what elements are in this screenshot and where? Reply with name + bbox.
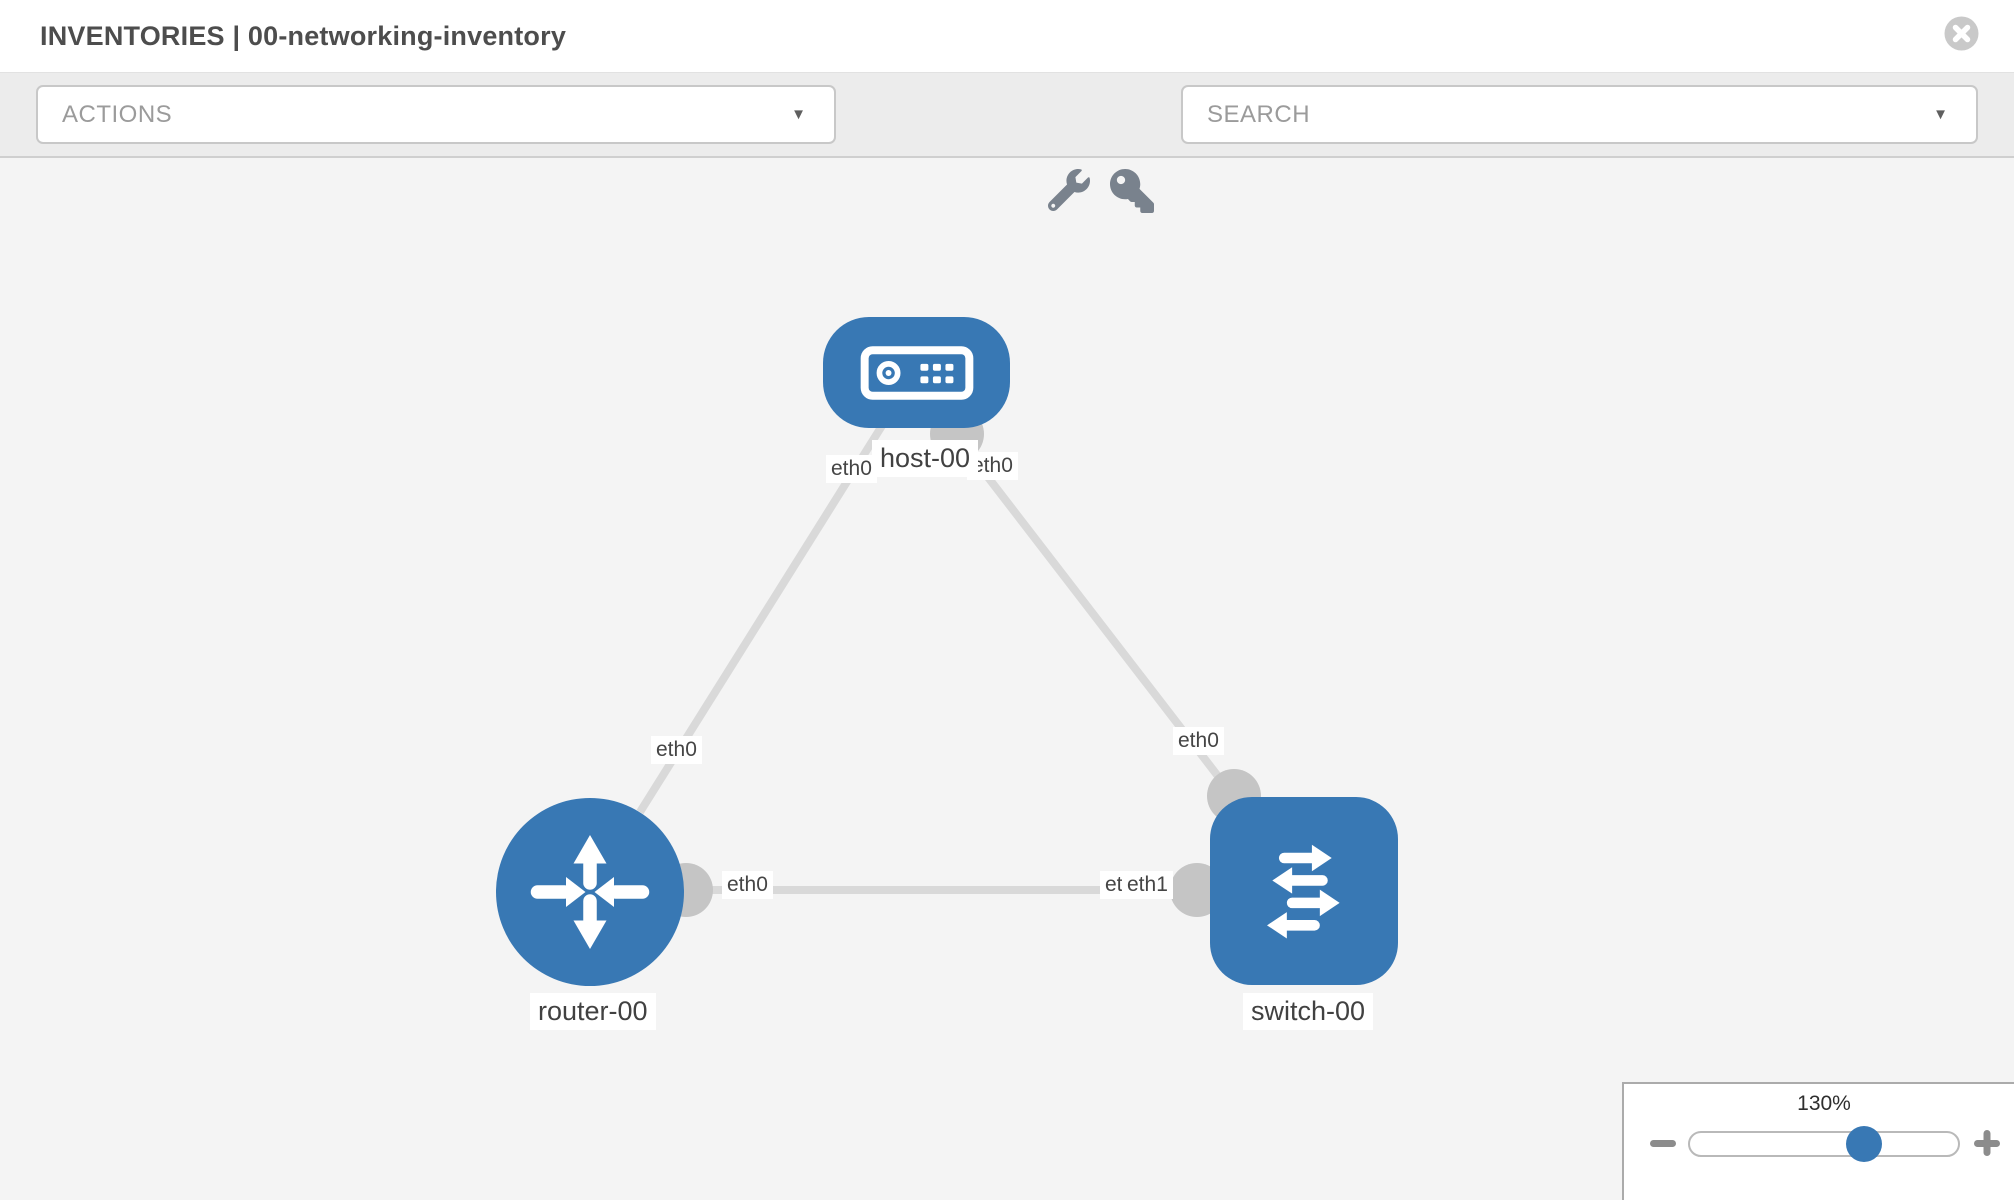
topology-canvas[interactable]	[0, 156, 2014, 1200]
configure-button[interactable]	[1047, 169, 1090, 216]
zoom-slider-thumb[interactable]	[1846, 1126, 1882, 1162]
if-label-router-eth0-upper: eth0	[651, 736, 702, 764]
search-input[interactable]: SEARCH	[1207, 101, 1311, 128]
key-icon	[1110, 169, 1154, 213]
if-label-host-eth0-left: eth0	[826, 455, 877, 483]
zoom-out-button[interactable]	[1646, 1126, 1680, 1160]
node-label-router: router-00	[530, 993, 656, 1030]
header: INVENTORIES | 00-networking-inventory	[0, 0, 2014, 73]
if-label-switch-eth0-top: eth0	[1173, 727, 1224, 755]
zoom-in-button[interactable]	[1970, 1126, 2004, 1160]
zoom-slider-track[interactable]	[1688, 1131, 1960, 1157]
actions-dropdown[interactable]: ACTIONS ▼	[36, 85, 836, 144]
node-label-host: host-00	[872, 440, 979, 477]
search-dropdown[interactable]: SEARCH ▼	[1181, 85, 1978, 144]
plus-icon	[1974, 1130, 2000, 1156]
node-label-switch: switch-00	[1243, 993, 1374, 1030]
minus-icon	[1650, 1140, 1676, 1147]
actions-dropdown-label: ACTIONS	[62, 101, 173, 128]
zoom-level-value: 130%	[1797, 1092, 1851, 1115]
if-label-router-eth0-right: eth0	[722, 871, 773, 899]
page-title: INVENTORIES | 00-networking-inventory	[40, 21, 567, 51]
chevron-down-icon: ▼	[791, 106, 806, 123]
router-icon	[530, 835, 650, 949]
wrench-icon	[1047, 169, 1090, 212]
node-host-00[interactable]	[823, 317, 1010, 428]
switch-icon	[1267, 844, 1340, 939]
zoom-control-panel: 130%	[1622, 1082, 2014, 1200]
if-label-switch-eth1-left: eth1	[1122, 871, 1173, 899]
node-switch-00[interactable]	[1210, 797, 1398, 985]
close-button[interactable]	[1944, 16, 1979, 51]
chevron-down-icon: ▼	[1933, 106, 1948, 123]
credentials-button[interactable]	[1110, 169, 1154, 218]
close-icon	[1944, 16, 1979, 51]
toolbar: ACTIONS ▼ SEARCH ▼	[0, 73, 2014, 213]
node-router-00[interactable]	[496, 798, 684, 986]
host-icon	[860, 345, 973, 400]
